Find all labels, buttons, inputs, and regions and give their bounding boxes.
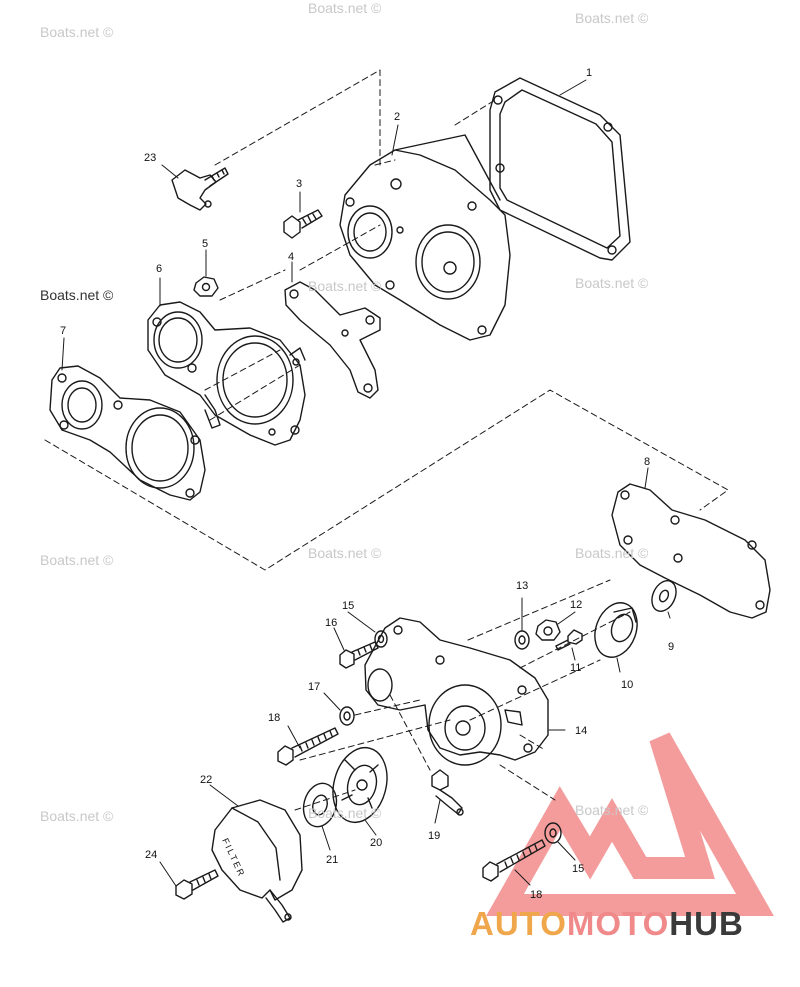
part-20-impeller-plate [332,746,388,824]
callout-5: 5 [202,238,209,250]
part-7-gasket [49,365,206,501]
callout-16: 16 [325,617,338,629]
part-23-elbow-fitting [171,167,229,211]
part-10-cup-seal [594,602,638,658]
part-8-gasket [611,483,771,619]
watermark: Boats.net © [575,275,649,291]
part-9-washer [651,580,677,612]
callout-23: 23 [144,152,157,164]
automotohub-logo-triangle [486,732,774,916]
watermark: Boats.net © [40,552,114,568]
callout-24: 24 [145,849,158,861]
dashed-assembly-lines-lower [294,579,631,811]
watermark: Boats.net © [575,10,649,26]
callout-7: 7 [60,325,67,337]
callout-6: 6 [156,263,163,275]
callout-3: 3 [296,178,303,190]
callout-15-upper: 15 [342,600,355,612]
part-17-washer [339,706,355,726]
part-11-screw [555,629,583,651]
callout-22: 22 [200,774,213,786]
callout-11: 11 [570,662,582,674]
part-15-lock-washer-lower [544,822,562,844]
automotohub-logo-text: AUTOMOTOHUB [470,905,744,943]
part-15-lock-washer-upper [374,630,388,648]
brand-part-hub: HUB [669,905,744,942]
callout-14: 14 [575,725,588,737]
callout-8: 8 [644,456,651,468]
leader-lines [61,79,671,887]
watermark: Boats.net © [40,24,114,40]
watermark: Boats.net © [308,805,382,821]
callout-18-lower: 18 [530,889,543,901]
watermark: Boats.net © [308,545,382,561]
part-21-washer [302,782,338,828]
callout-20: 20 [370,837,383,849]
part-13-washer [514,630,530,650]
watermark: Boats.net © [308,278,382,294]
part-18-bolt-upper [277,727,339,766]
part-16-bolt [339,641,379,669]
callout-17: 17 [308,681,321,693]
watermark: Boats.net © [575,545,649,561]
watermark: Boats.net © [40,808,114,824]
callout-10: 10 [621,679,634,691]
part-1-gasket [489,77,631,261]
callout-21: 21 [326,854,339,866]
callout-13: 13 [516,580,529,592]
part-22-filter-cover [211,799,303,923]
part-14-pump-housing [364,617,549,766]
part-18-bolt-lower [482,839,546,882]
watermark: Boats.net © [575,802,649,818]
callout-4: 4 [288,251,295,263]
brand-part-moto: MOTO [566,905,670,942]
part-4-bracket [284,281,381,399]
callout-12: 12 [570,599,583,611]
part-24-bolt [175,869,219,900]
part-2-pump-cover [339,134,511,341]
part-5-nut [193,276,219,297]
callout-15-lower: 15 [572,863,585,875]
callout-18-upper: 18 [268,712,281,724]
callout-9: 9 [668,641,675,653]
part-6-pump-body [147,301,306,446]
part-3-bolt [283,209,323,239]
watermark: Boats.net © [308,0,382,16]
part-19-fitting [431,769,464,816]
part-12-nut [535,619,561,641]
watermark: Boats.net © [40,287,114,303]
callout-2: 2 [394,111,401,123]
callout-1: 1 [586,67,593,79]
callout-19: 19 [428,830,441,842]
brand-part-auto: AUTO [470,905,567,942]
